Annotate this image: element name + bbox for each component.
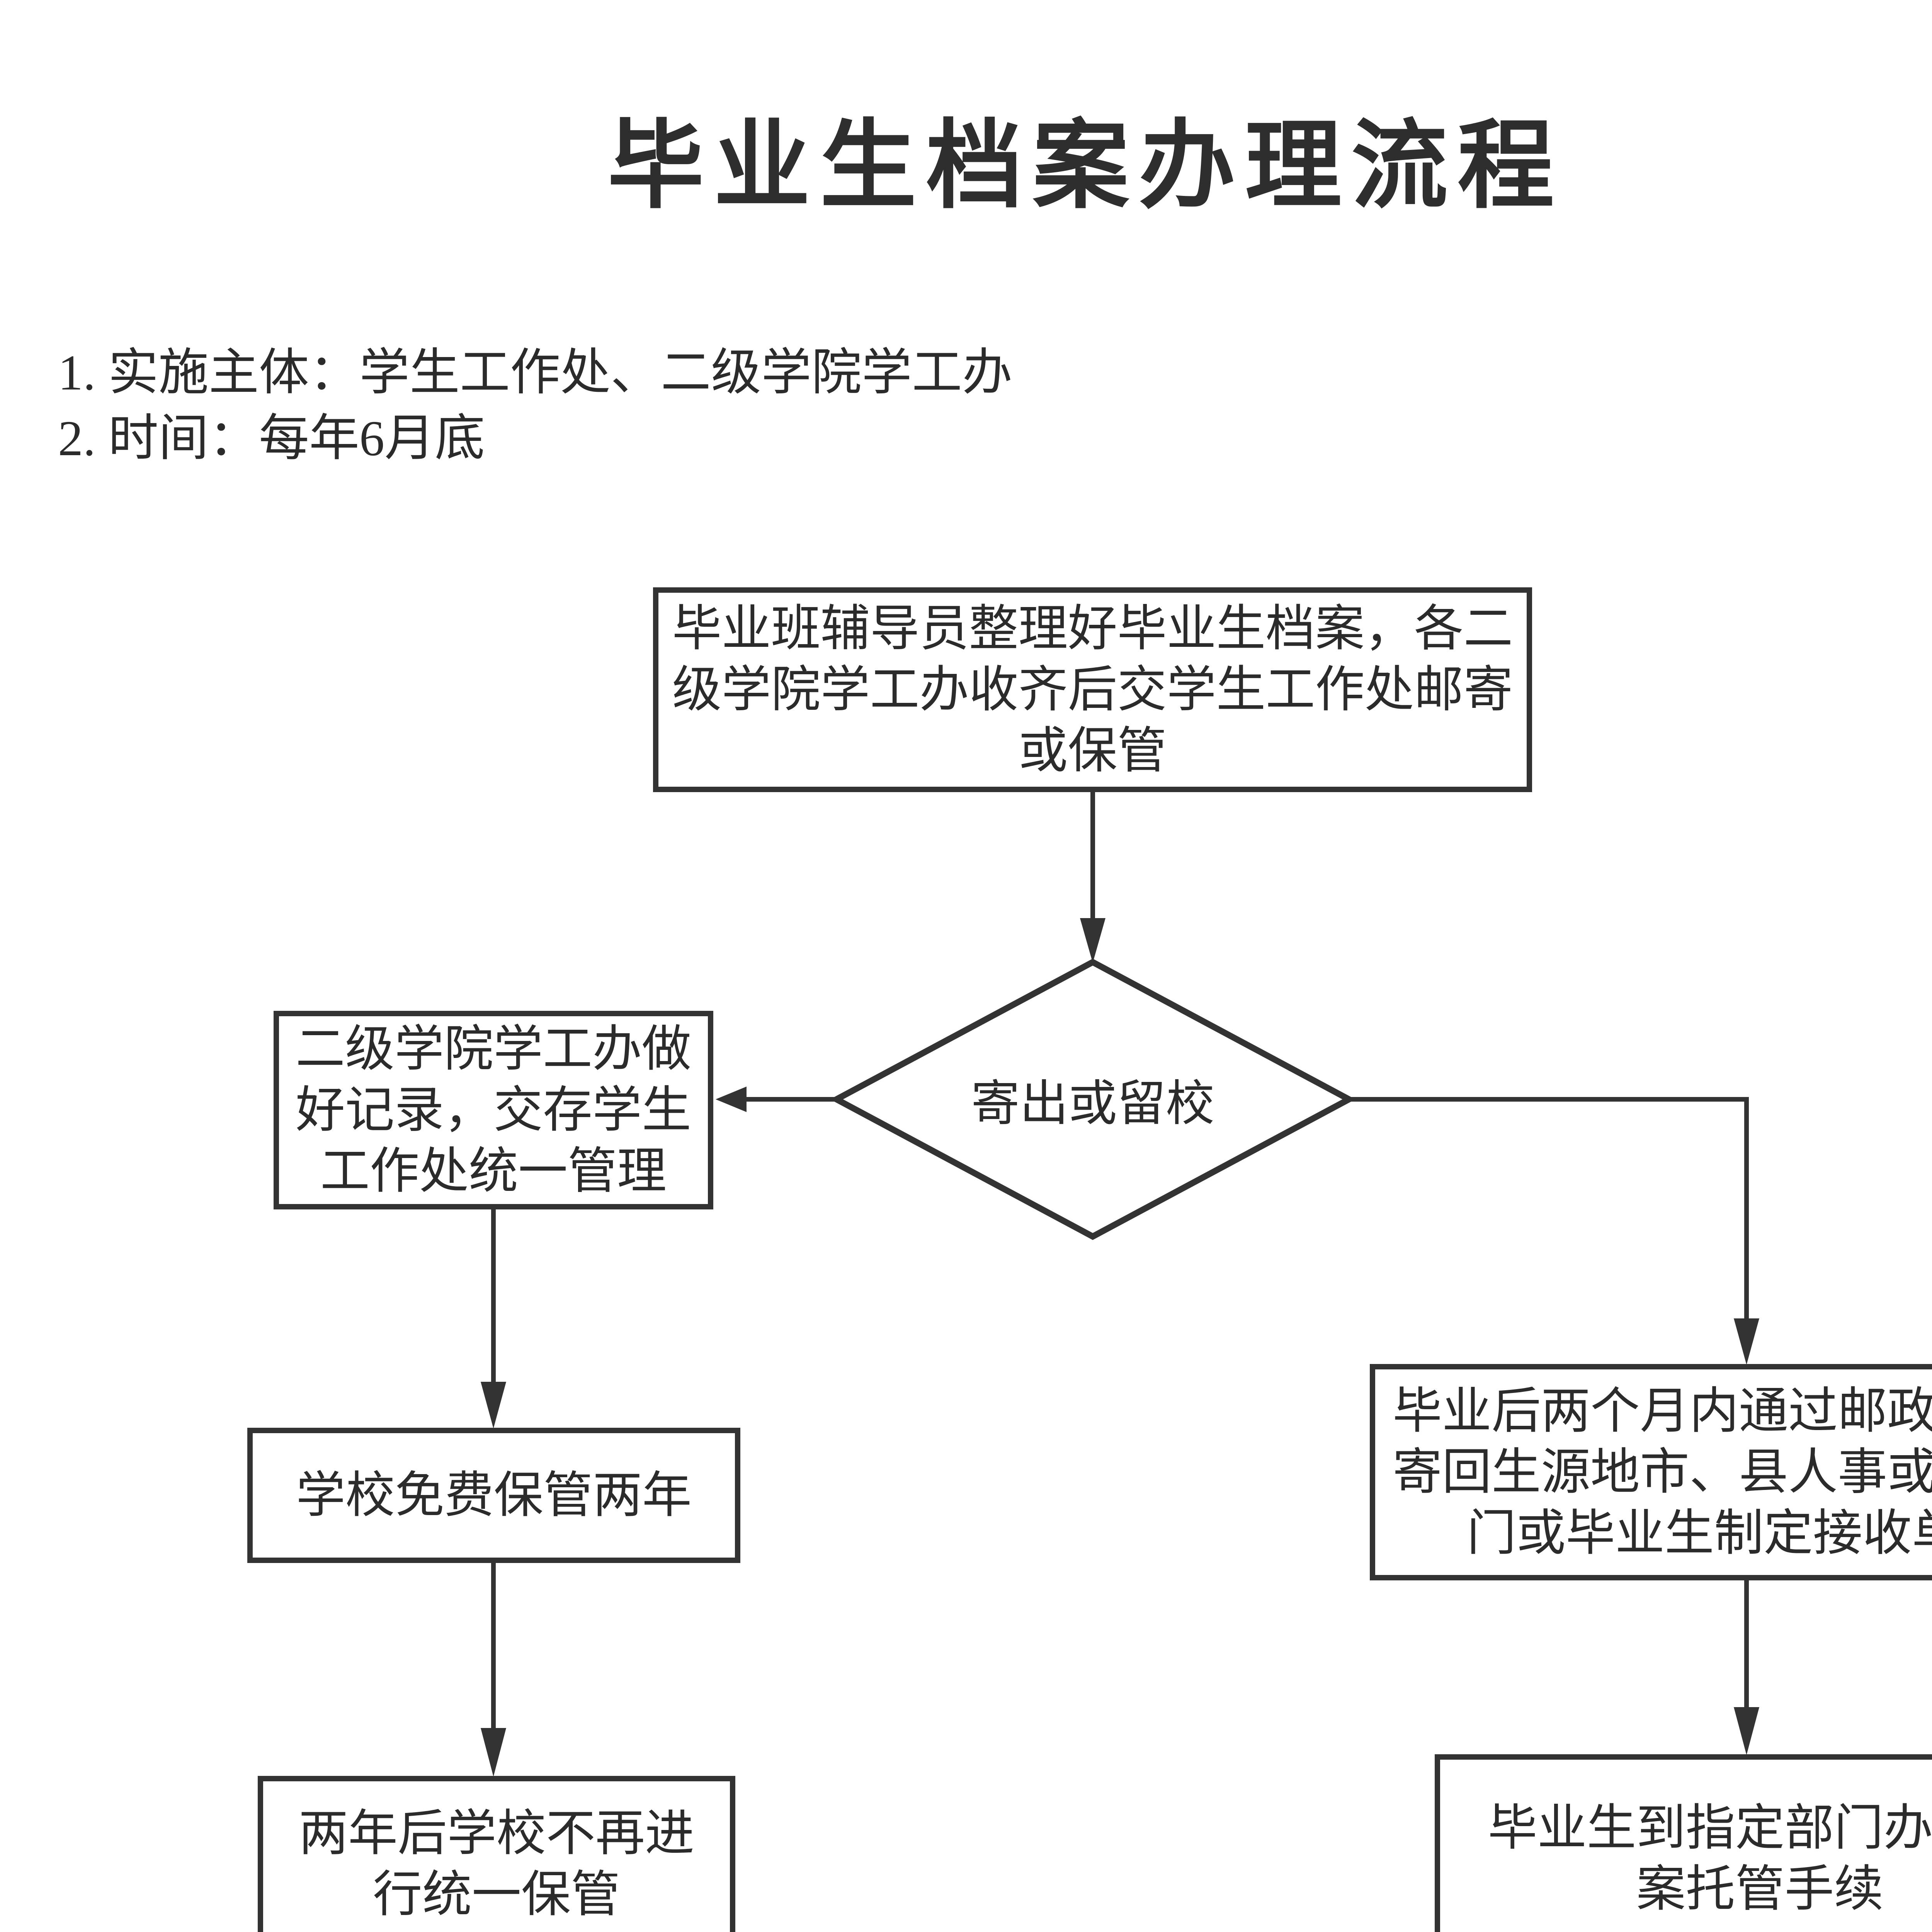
edge-freetwoyears-aftertwoyears-arrowhead <box>481 1728 506 1777</box>
edge-decision-mailback-line <box>1349 1097 1749 1321</box>
edge-mailback-custody-arrowhead <box>1734 1707 1759 1755</box>
node-record-keep-text: 二级学院学工办做 好记录，交存学生 工作处统一管理 <box>295 1022 691 1199</box>
edge-start-decision-arrowhead <box>1080 918 1105 963</box>
node-after-two-years-text: 两年后学校不再进 行统一保管 <box>298 1806 694 1922</box>
node-record-keep: 二级学院学工办做 好记录，交存学生 工作处统一管理 <box>274 1011 713 1209</box>
node-custody-text: 毕业生到指定部门办理档 案托管手续 <box>1488 1801 1932 1917</box>
note-time: 2. 时间：每年6月底 <box>58 411 485 466</box>
node-after-two-years: 两年后学校不再进 行统一保管 <box>258 1776 735 1932</box>
note-implementer: 1. 实施主体：学生工作处、二级学院学工办 <box>58 345 1013 401</box>
node-mail-back-text: 毕业后两个月内通过邮政部门邮 寄回生源地市、县人事或社保部 门或毕业生制定接收单… <box>1392 1384 1932 1561</box>
page-title: 毕业生档案办理流程 <box>607 112 1564 219</box>
edge-decision-mailback-arrowhead <box>1734 1318 1759 1365</box>
node-mail-back: 毕业后两个月内通过邮政部门邮 寄回生源地市、县人事或社保部 门或毕业生制定接收单… <box>1370 1364 1932 1580</box>
edge-record-freetwoyears-arrowhead <box>481 1382 506 1429</box>
node-free-two-years-text: 学校免费保管两年 <box>296 1468 692 1523</box>
decision-diamond-shape <box>830 958 1355 1240</box>
node-start-text: 毕业班辅导员整理好毕业生档案，各二 级学院学工办收齐后交学生工作处邮寄 或保管 <box>672 601 1513 778</box>
notes-block: 1. 实施主体：学生工作处、二级学院学工办 2. 时间：每年6月底 <box>58 340 1012 471</box>
edge-decision-record-arrowhead <box>716 1087 747 1112</box>
node-custody: 毕业生到指定部门办理档 案托管手续 <box>1435 1754 1932 1932</box>
node-free-two-years: 学校免费保管两年 <box>247 1428 740 1563</box>
node-start: 毕业班辅导员整理好毕业生档案，各二 级学院学工办收齐后交学生工作处邮寄 或保管 <box>653 587 1532 792</box>
